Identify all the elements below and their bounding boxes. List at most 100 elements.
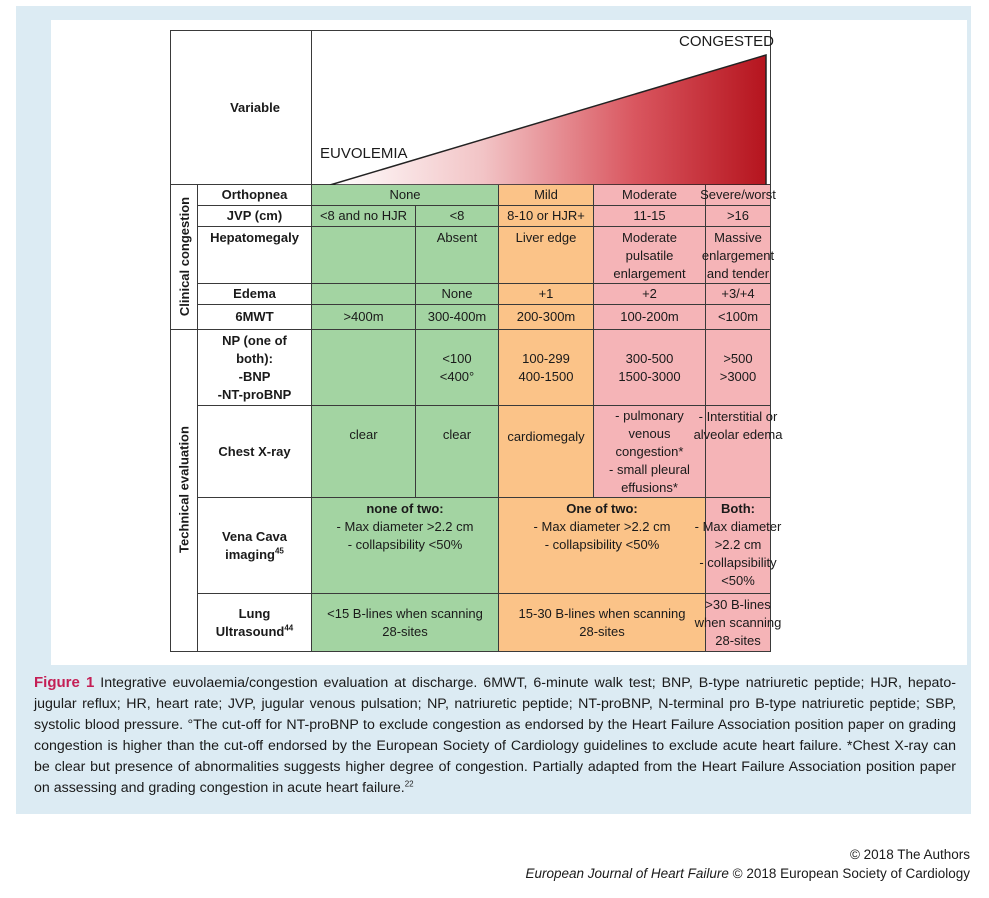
caption-text: Integrative euvolaemia/congestion evalua… — [34, 675, 956, 796]
vena-imaging-text: imaging — [225, 546, 275, 562]
cell-line: >3000 — [719, 368, 757, 384]
cell-line: - Interstitial or — [698, 409, 778, 424]
euvolemia-label: EUVOLEMIA — [320, 145, 408, 162]
cell-line: <50% — [721, 573, 755, 588]
xray-clear-1: clear — [312, 406, 416, 498]
cell-line: Lung — [238, 605, 271, 621]
np-moderate: 300-500 1500-3000 — [594, 330, 706, 406]
congestion-table: Variable EUVOLEMIA CONGESTED Clinical co… — [170, 30, 782, 652]
orthopnea-moderate: Moderate — [594, 185, 706, 206]
cell-line: >2.2 cm — [714, 537, 762, 552]
row-label-lung-ultrasound: Lung Ultrasound44 — [198, 594, 312, 652]
cell-line: - collapsibility — [699, 555, 777, 570]
6mwt-low: 300-400m — [416, 305, 499, 330]
cell-line: >30 B-lines — [705, 596, 771, 612]
cell-line: 300-500 — [625, 350, 674, 366]
cell-line: - Max diameter — [694, 519, 782, 534]
row-label-np: NP (one of both): -BNP -NT-proBNP — [198, 330, 312, 406]
cell-line: alveolar edema — [693, 427, 783, 442]
jvp-low: <8 — [416, 206, 499, 227]
row-label-6mwt: 6MWT — [198, 305, 312, 330]
gradient-header: EUVOLEMIA CONGESTED — [312, 30, 774, 185]
6mwt-moderate: 100-200m — [594, 305, 706, 330]
edema-severe: +3/+4 — [706, 284, 771, 305]
np-mild: 100-299 400-1500 — [499, 330, 594, 406]
congestion-gradient-triangle — [329, 53, 767, 185]
jvp-mild: 8-10 or HJR+ — [499, 206, 594, 227]
cell-line: - small pleural — [609, 461, 690, 477]
variable-header: Variable — [230, 99, 280, 115]
row-label-edema: Edema — [198, 284, 312, 305]
edema-none: None — [416, 284, 499, 305]
caption-ref: 22 — [404, 779, 414, 789]
np-low: <100 <400° — [416, 330, 499, 406]
lung-ultrasound-text: Ultrasound — [215, 623, 285, 639]
cell-line: - pulmonary — [615, 407, 684, 423]
cell-line: -BNP — [238, 368, 271, 384]
hepatomegaly-empty — [312, 227, 416, 284]
journal-line: European Journal of Heart Failure © 2018… — [526, 866, 971, 881]
cell-heading: One of two: — [566, 501, 638, 516]
6mwt-severe: <100m — [706, 305, 771, 330]
technical-section — [170, 330, 198, 652]
cell-line: - collapsibility <50% — [544, 537, 660, 552]
6mwt-mild: 200-300m — [499, 305, 594, 330]
cell-line: >500 — [723, 350, 753, 366]
xray-mild: cardiomegaly — [499, 406, 594, 498]
cell-line: pulsatile — [625, 248, 674, 263]
lung-high: >30 B-lines when scanning 28-sites — [695, 594, 781, 652]
vena-one-of-two: One of two: - Max diameter >2.2 cm - col… — [499, 498, 706, 594]
cell-heading: none of two: — [366, 501, 444, 516]
row-label-orthopnea: Orthopnea — [198, 185, 312, 206]
lung-mid: 15-30 B-lines when scanning 28-sites — [499, 594, 706, 652]
clinical-section — [170, 185, 198, 330]
copyright-authors: © 2018 The Authors — [849, 847, 970, 862]
cell-line: 28-sites — [382, 623, 428, 639]
cell-line: Vena Cava — [221, 528, 288, 544]
cell-line: <15 B-lines when scanning — [327, 605, 483, 621]
lung-low: <15 B-lines when scanning 28-sites — [312, 594, 499, 652]
xray-clear-2: clear — [416, 406, 499, 498]
hepatomegaly-moderate: Moderate pulsatile enlargement — [594, 227, 706, 284]
jvp-euvolemic: <8 and no HJR — [312, 206, 416, 227]
edema-mild: +1 — [499, 284, 594, 305]
figure-label: Figure 1 — [34, 674, 95, 691]
row-label-vena-cava: Vena Cava imaging45 — [198, 498, 312, 594]
technical-evaluation-label: Technical evaluation — [176, 426, 192, 553]
cell-line: and tender — [706, 266, 770, 281]
clinical-congestion-label: Clinical congestion — [177, 196, 192, 317]
journal-name: European Journal of Heart Failure — [525, 866, 729, 881]
cell-line: both): — [236, 350, 273, 366]
society-copyright: © 2018 European Society of Cardiology — [732, 866, 970, 881]
lung-ref: 44 — [284, 623, 294, 633]
np-severe: >500 >3000 — [706, 330, 771, 406]
orthopnea-severe: Severe/worst — [700, 185, 776, 206]
vena-ref: 45 — [274, 546, 284, 556]
cell-line: congestion* — [615, 443, 684, 459]
orthopnea-none: None — [312, 185, 499, 206]
xray-moderate: - pulmonary venous congestion* - small p… — [594, 406, 706, 498]
cell-line: <100 — [442, 350, 472, 366]
xray-severe: - Interstitial or alveolar edema — [694, 406, 782, 498]
cell-line: 1500-3000 — [618, 368, 681, 384]
cell-line: Ultrasound44 — [216, 623, 294, 641]
edema-moderate: +2 — [594, 284, 706, 305]
hepatomegaly-absent: Absent — [416, 227, 499, 284]
header-spacer — [170, 30, 312, 185]
cell-heading: Both: — [721, 501, 755, 516]
cell-line: venous — [628, 425, 671, 441]
6mwt-euvolemic: >400m — [312, 305, 416, 330]
cell-line: when scanning — [694, 614, 782, 630]
vena-both: Both: - Max diameter >2.2 cm - collapsib… — [695, 498, 781, 594]
cell-line: 28-sites — [579, 623, 625, 639]
cell-line: - collapsibility <50% — [347, 537, 463, 552]
cell-line: 15-30 B-lines when scanning — [518, 605, 686, 621]
cell-line: effusions* — [621, 479, 678, 495]
row-label-hepatomegaly: Hepatomegaly — [198, 227, 312, 284]
row-label-chest-xray: Chest X-ray — [198, 406, 312, 498]
orthopnea-mild: Mild — [499, 185, 594, 206]
cell-line: <400° — [439, 368, 475, 384]
cell-line: NP (one of — [222, 332, 287, 348]
vena-none-of-two: none of two: - Max diameter >2.2 cm - co… — [312, 498, 499, 594]
cell-line: Massive — [714, 230, 762, 245]
